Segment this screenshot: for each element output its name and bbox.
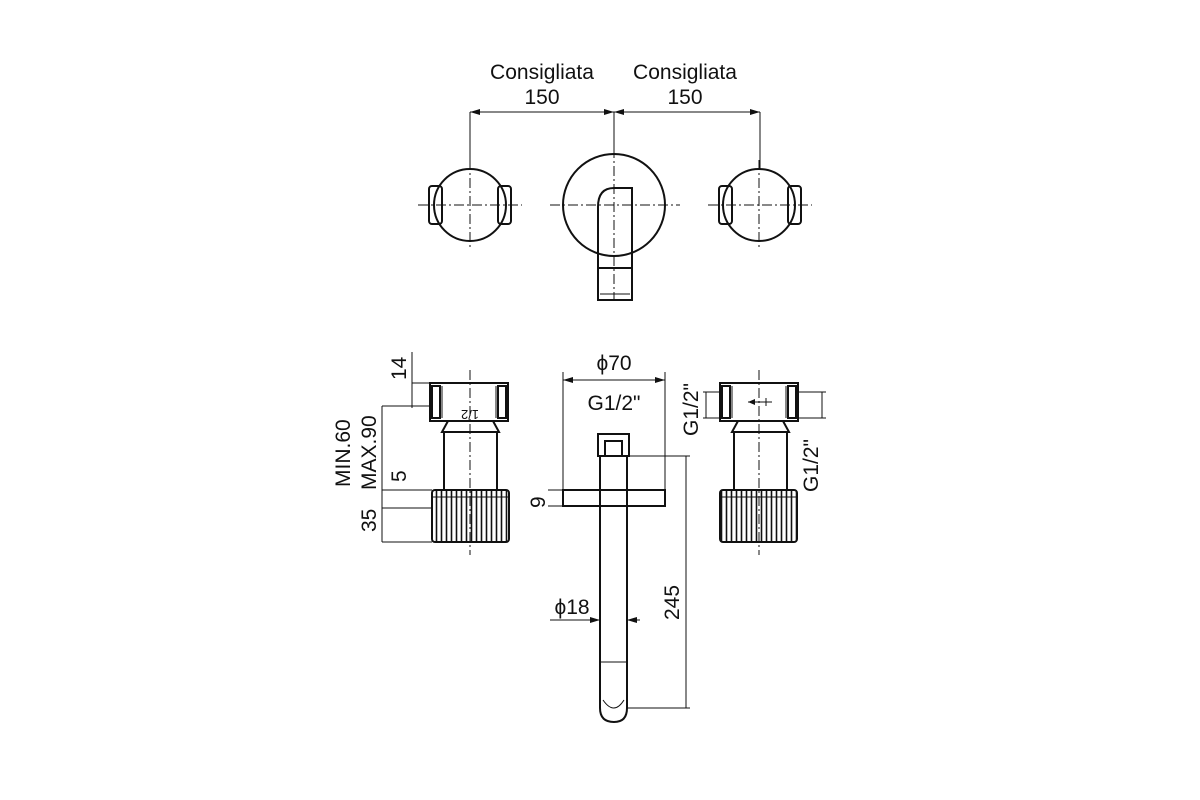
spout-top-view	[550, 112, 680, 301]
dim-5: 5	[388, 470, 411, 482]
dim-min: MIN.60	[332, 419, 355, 487]
dim-9: 9	[527, 496, 550, 508]
spacing-dimension	[469, 109, 761, 170]
side-view: 1/2 14 MIN.60 MAX.90 5 35	[332, 352, 826, 724]
right-spacing-label: Consigliata	[633, 61, 737, 84]
left-dimensions	[381, 352, 432, 543]
flow-arrow-icon	[748, 398, 772, 406]
spout-thread: G1/2"	[588, 392, 641, 415]
left-spacing-value: 150	[524, 86, 559, 109]
right-valve-side-view	[719, 370, 799, 555]
dim-245: 245	[661, 585, 684, 620]
left-spacing-label: Consigliata	[490, 61, 594, 84]
right-dimensions	[703, 391, 826, 419]
diam-70: ϕ70	[596, 352, 631, 375]
diam-18: ϕ18	[554, 596, 589, 619]
spout-side-view	[548, 372, 690, 724]
left-valve-side-view: 1/2	[429, 370, 510, 555]
left-handle-top-view	[418, 160, 522, 250]
right-handle-top-view	[708, 160, 812, 250]
right-thread-side: G1/2"	[800, 439, 823, 492]
dim-35: 35	[358, 509, 381, 532]
top-view: Consigliata 150 Consigliata 150	[418, 61, 812, 301]
dim-14: 14	[388, 356, 411, 380]
right-spacing-value: 150	[667, 86, 702, 109]
right-thread-top: G1/2"	[680, 383, 703, 436]
dim-max: MAX.90	[358, 415, 381, 490]
